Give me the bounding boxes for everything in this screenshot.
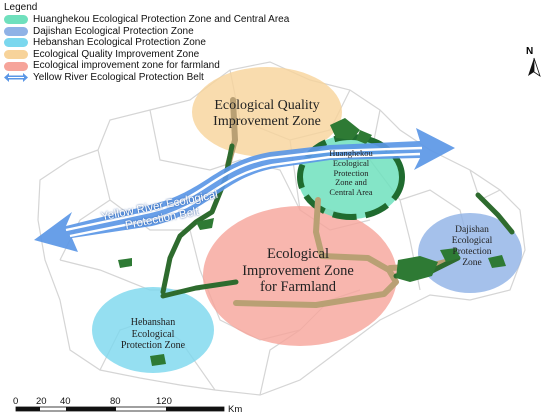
dajishan-swatch (4, 26, 28, 36)
farmland-zone-ellipse (203, 206, 397, 346)
north-label: N (526, 46, 534, 57)
scale-tick-40: 40 (60, 396, 71, 407)
legend-label-farmland: Ecological improvement zone for farmland (33, 60, 220, 72)
hebanshan-zone-label: Hebanshan Ecological Protection Zone (103, 317, 203, 352)
quality-zone-line1: Ecological Quality (214, 98, 320, 113)
scale-tick-0: 0 (13, 396, 19, 407)
quality-zone-label: Ecological Quality Improvement Zone (197, 98, 337, 130)
farmland-line3: for Farmland (259, 279, 337, 296)
legend-item-hebanshan: Hebanshan Ecological Protection Zone (4, 37, 289, 49)
huanghekou-line4: Zone and (335, 177, 367, 188)
huanghekou-zone-label: Huanghekou Ecological Protection Zone an… (306, 148, 396, 198)
legend: Legend Huanghekou Ecological Protection … (4, 2, 289, 84)
huanghekou-line1: Huanghekou (329, 148, 373, 158)
hebanshan-swatch (4, 38, 28, 48)
dajishan-line3: Protection (452, 246, 492, 257)
huanghekou-swatch (4, 15, 28, 25)
quality-zone-ellipse (192, 67, 342, 157)
protection-belt-arrow (34, 128, 455, 252)
legend-label-quality: Ecological Quality Improvement Zone (33, 48, 200, 60)
legend-item-farmland: Ecological improvement zone for farmland (4, 60, 289, 72)
farmland-line1: Ecological (266, 246, 329, 262)
legend-item-belt: Yellow River Ecological Protection Belt (4, 72, 289, 84)
legend-label-hebanshan: Hebanshan Ecological Protection Zone (33, 37, 206, 49)
scale-unit: Km (228, 404, 243, 415)
scale-tick-20: 20 (36, 396, 47, 407)
scale-bar (15, 406, 225, 412)
dajishan-line2: Ecological (451, 235, 493, 246)
hebanshan-line1: Hebanshan (130, 317, 176, 328)
hebanshan-line3: Protection Zone (120, 340, 186, 351)
hebanshan-zone-ellipse (92, 287, 214, 373)
huanghekou-line2: Ecological (332, 157, 370, 168)
hebanshan-line2: Ecological (131, 328, 175, 340)
legend-title: Legend (4, 2, 38, 13)
legend-label-dajishan: Dajishan Ecological Protection Zone (33, 25, 194, 37)
north-arrow-icon (528, 57, 541, 77)
legend-label-belt: Yellow River Ecological Protection Belt (33, 71, 204, 83)
legend-item-huanghekou: Huanghekou Ecological Protection Zone an… (4, 14, 289, 26)
huanghekou-line3: Protection (333, 167, 369, 178)
quality-swatch (4, 50, 28, 60)
dajishan-line1: Dajishan (455, 225, 489, 235)
legend-item-quality: Ecological Quality Improvement Zone (4, 49, 289, 61)
farmland-line2: Improvement Zone (242, 262, 354, 279)
farmland-swatch (4, 61, 28, 71)
huanghekou-line5: Central Area (329, 187, 373, 198)
dajishan-zone-label: Dajishan Ecological Protection Zone (432, 225, 512, 269)
legend-item-dajishan: Dajishan Ecological Protection Zone (4, 26, 289, 38)
scale-tick-120: 120 (156, 396, 172, 407)
legend-label-huanghekou: Huanghekou Ecological Protection Zone an… (33, 14, 290, 25)
scale-tick-80: 80 (110, 396, 121, 407)
dajishan-zone-ellipse (418, 213, 522, 293)
dajishan-line4: Zone (462, 257, 482, 268)
green-patches (118, 118, 506, 366)
farmland-zone-label: Ecological Improvement Zone for Farmland (223, 246, 373, 296)
quality-zone-line2: Improvement Zone (213, 114, 321, 130)
double-arrow-icon (4, 73, 28, 83)
